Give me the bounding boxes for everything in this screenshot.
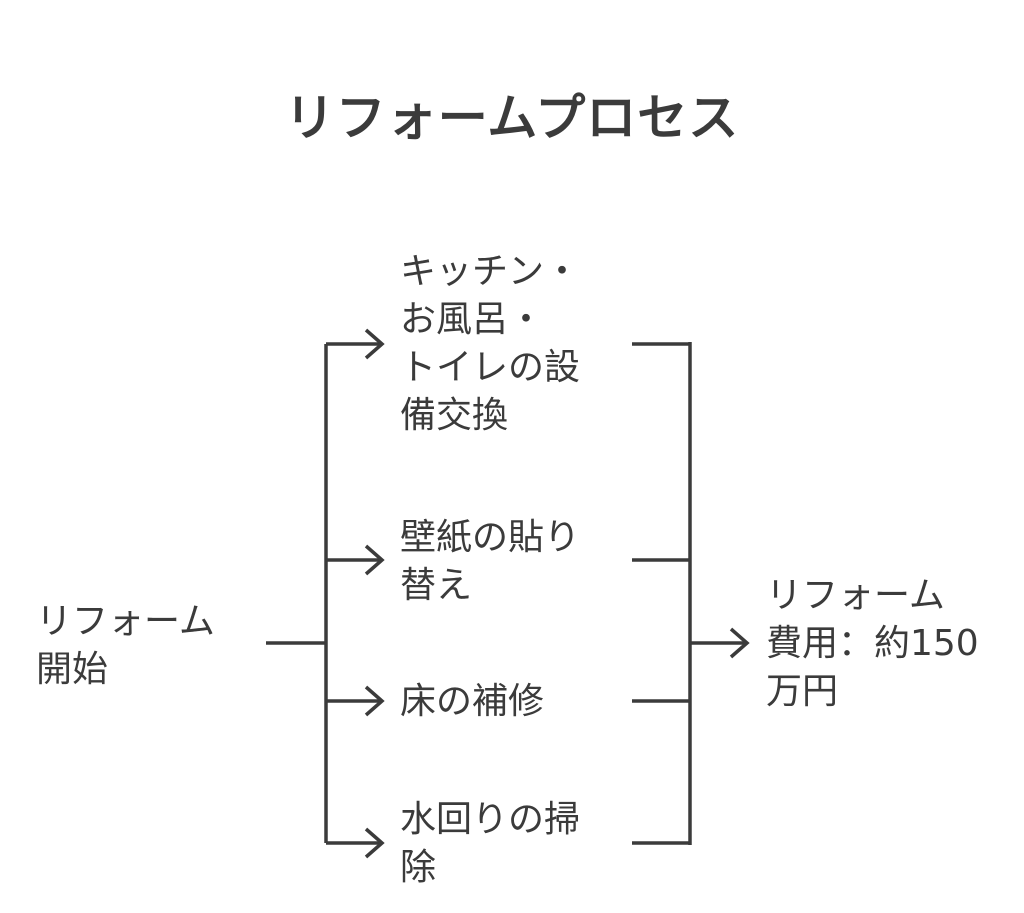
step-node-4: 水回りの掃 除 xyxy=(400,796,580,892)
step-node-line: 水回りの掃 xyxy=(400,799,581,840)
step-node-line: キッチン・ xyxy=(400,251,581,292)
arrowhead-step-3 xyxy=(364,685,385,717)
start-node: リフォーム 開始 xyxy=(36,598,215,694)
step-node-line: 替え xyxy=(400,565,473,606)
arrowhead-step-2 xyxy=(364,544,385,576)
diagram-title: リフォームプロセス xyxy=(284,89,740,147)
step-node-2: 壁紙の貼り 替え xyxy=(400,514,580,610)
result-node-line: リフォーム xyxy=(766,575,945,616)
start-node-line: 開始 xyxy=(36,649,109,690)
result-node: リフォーム 費用：約150 万円 xyxy=(766,572,979,716)
result-node-line: 費用：約150 xyxy=(766,623,979,664)
step-node-line: お風呂・ xyxy=(400,299,545,340)
arrowhead-result xyxy=(729,627,750,659)
start-node-line: リフォーム xyxy=(36,601,215,642)
step-node-line: 除 xyxy=(400,847,437,888)
step-node-line: 備交換 xyxy=(400,395,509,436)
result-node-line: 万円 xyxy=(766,671,839,712)
step-node-line: 床の補修 xyxy=(400,681,545,722)
arrowhead-step-1 xyxy=(364,328,385,360)
step-node-1: キッチン・ お風呂・ トイレの設 備交換 xyxy=(400,248,580,440)
step-node-line: 壁紙の貼り xyxy=(400,517,581,558)
arrowhead-step-4 xyxy=(364,827,385,859)
step-node-3: 床の補修 xyxy=(400,678,544,726)
step-node-line: トイレの設 xyxy=(400,347,581,388)
